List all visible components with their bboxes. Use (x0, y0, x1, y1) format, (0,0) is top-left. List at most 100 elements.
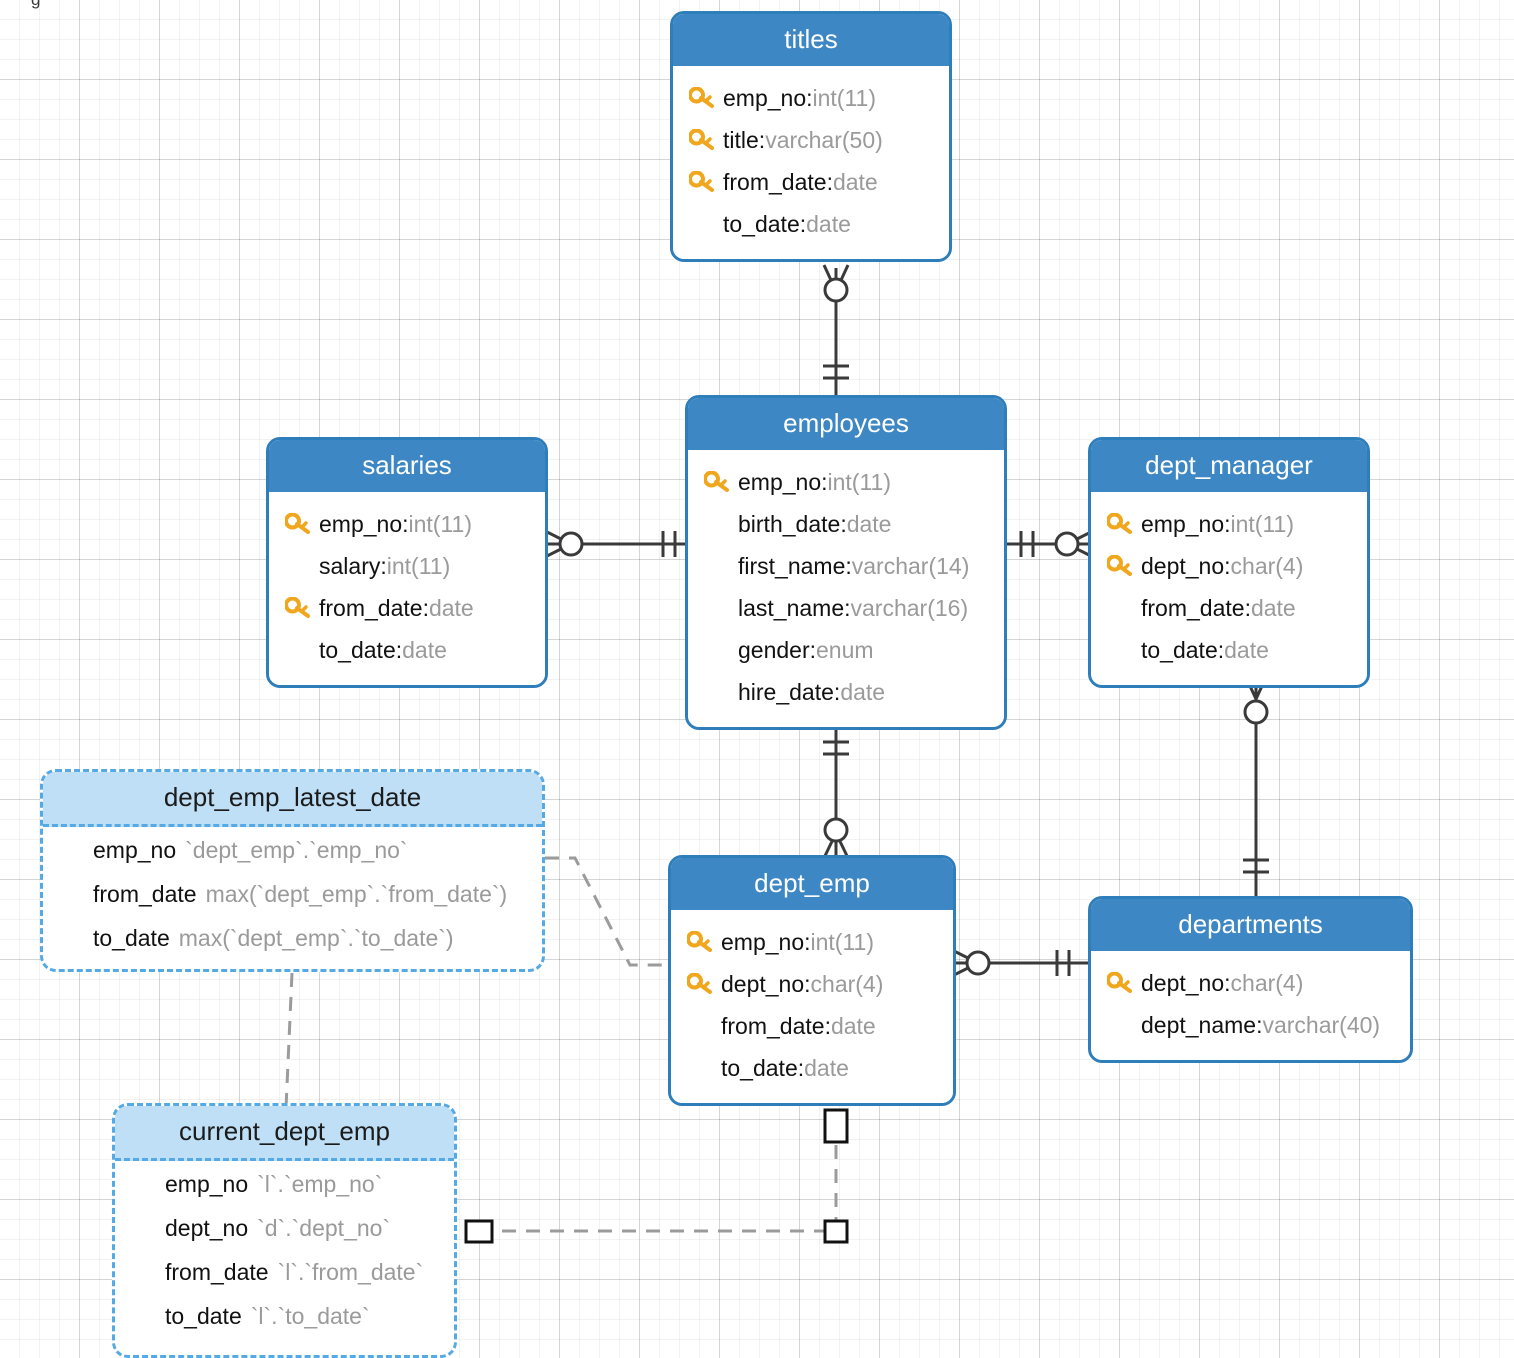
field-type: date (804, 1054, 849, 1081)
field-row[interactable]: dept_no: char(4) (1091, 962, 1410, 1004)
field-type: varchar(40) (1262, 1011, 1381, 1038)
field-name: from_date (1141, 594, 1245, 621)
field-separator: : (804, 928, 811, 955)
view-field-row[interactable]: dept_no `d`.`dept_no` (115, 1215, 454, 1259)
field-row[interactable]: dept_name: varchar(40) (1091, 1004, 1410, 1046)
field-separator: : (826, 168, 833, 195)
field-separator: : (804, 970, 811, 997)
field-row[interactable]: to_date: date (1091, 629, 1367, 671)
view-field-row[interactable]: emp_no `dept_emp`.`emp_no` (43, 837, 542, 881)
primary-key-icon (1107, 553, 1141, 579)
view-field-row[interactable]: to_date `l`.`to_date` (115, 1303, 454, 1347)
view-field-name: to_date (93, 925, 170, 952)
view-current-dept-emp-header: current_dept_emp (115, 1106, 454, 1162)
field-row[interactable]: from_date: date (1091, 587, 1367, 629)
view-field-row[interactable]: from_date `l`.`from_date` (115, 1259, 454, 1303)
field-type: char(4) (810, 970, 884, 997)
field-row[interactable]: last_name: varchar(16) (688, 587, 1004, 629)
field-row[interactable]: emp_no: int(11) (673, 77, 949, 119)
field-name: birth_date (738, 510, 841, 537)
field-name: to_date (1141, 636, 1218, 663)
field-row[interactable]: to_date: date (673, 203, 949, 245)
entity-departments[interactable]: departments dept_no: char(4) dept_name: … (1088, 896, 1413, 1064)
field-name: emp_no (723, 84, 807, 111)
field-row[interactable]: emp_no: int(11) (1091, 503, 1367, 545)
field-separator: : (1224, 969, 1231, 996)
field-name: to_date (723, 210, 800, 237)
field-name: first_name (738, 552, 846, 579)
primary-key-icon (1107, 511, 1141, 537)
field-separator: : (1256, 1011, 1263, 1038)
field-separator: : (844, 594, 851, 621)
field-row[interactable]: dept_no: char(4) (1091, 545, 1367, 587)
field-type: varchar(14) (851, 552, 970, 579)
view-field-row[interactable]: emp_no `l`.`emp_no` (115, 1171, 454, 1215)
no-key-spacer (704, 511, 738, 537)
entity-titles[interactable]: titles emp_no: int(11) title: varchar(50… (670, 11, 952, 263)
field-row[interactable]: from_date: date (269, 587, 545, 629)
field-separator: : (1224, 510, 1231, 537)
field-separator: : (1244, 594, 1251, 621)
field-row[interactable]: hire_date: date (688, 671, 1004, 713)
view-field-row[interactable]: to_date max(`dept_emp`.`to_date`) (43, 925, 542, 969)
entity-dept-manager-header: dept_manager (1091, 440, 1367, 493)
field-row[interactable]: from_date: date (671, 1005, 953, 1047)
field-name: dept_no (721, 970, 805, 997)
field-row[interactable]: emp_no: int(11) (688, 461, 1004, 503)
view-field-expression: `d`.`dept_no` (257, 1215, 391, 1242)
view-field-name: from_date (165, 1259, 269, 1286)
field-name: dept_name (1141, 1011, 1257, 1038)
view-dept-emp-latest-date[interactable]: dept_emp_latest_date emp_no `dept_emp`.`… (40, 769, 545, 972)
field-name: gender (738, 636, 810, 663)
field-row[interactable]: to_date: date (671, 1047, 953, 1089)
field-separator: : (821, 468, 828, 495)
clipped-title-fragment: g (31, 0, 40, 8)
field-row[interactable]: emp_no: int(11) (671, 921, 953, 963)
view-field-expression: `l`.`emp_no` (257, 1171, 383, 1198)
field-type: date (402, 636, 447, 663)
entity-salaries[interactable]: salaries emp_no: int(11) salary: int(11)… (266, 437, 548, 689)
field-separator: : (840, 510, 847, 537)
field-row[interactable]: dept_no: char(4) (671, 963, 953, 1005)
entity-dept-manager[interactable]: dept_manager emp_no: int(11) dept_no: ch… (1088, 437, 1370, 689)
field-row[interactable]: birth_date: date (688, 503, 1004, 545)
field-type: date (832, 168, 878, 195)
no-key-spacer (1107, 637, 1141, 663)
field-separator: : (806, 84, 813, 111)
entity-titles-header: titles (673, 14, 949, 67)
field-type: int(11) (812, 84, 877, 111)
no-key-spacer (1107, 595, 1141, 621)
entity-dept-emp[interactable]: dept_emp emp_no: int(11) dept_no: char(4… (668, 855, 956, 1107)
entity-salaries-header: salaries (269, 440, 545, 493)
field-row[interactable]: to_date: date (269, 629, 545, 671)
field-name: from_date (721, 1012, 825, 1039)
view-dept-emp-latest-date-fields: emp_no `dept_emp`.`emp_no` from_date max… (43, 827, 542, 969)
view-field-row[interactable]: from_date max(`dept_emp`.`from_date`) (43, 881, 542, 925)
entity-employees[interactable]: employees emp_no: int(11) birth_date: da… (685, 395, 1007, 731)
entity-dept-manager-fields: emp_no: int(11) dept_no: char(4) from_da… (1091, 492, 1367, 686)
field-type: int(11) (408, 510, 473, 537)
field-type: char(4) (1230, 552, 1304, 579)
field-separator: : (809, 636, 817, 663)
field-row[interactable]: salary: int(11) (269, 545, 545, 587)
field-type: enum (816, 636, 874, 663)
field-row[interactable]: gender: enum (688, 629, 1004, 671)
field-separator: : (395, 636, 403, 663)
field-name: emp_no (721, 928, 805, 955)
field-separator: : (422, 594, 429, 621)
field-row[interactable]: title: varchar(50) (673, 119, 949, 161)
field-row[interactable]: emp_no: int(11) (269, 503, 545, 545)
field-row[interactable]: from_date: date (673, 161, 949, 203)
field-separator: : (1217, 636, 1225, 663)
field-type: date (840, 678, 886, 705)
field-separator: : (758, 126, 766, 153)
field-name: to_date (319, 636, 396, 663)
field-separator: : (799, 210, 807, 237)
view-current-dept-emp-fields: emp_no `l`.`emp_no` dept_no `d`.`dept_no… (115, 1161, 454, 1355)
field-name: emp_no (319, 510, 403, 537)
field-type: date (830, 1012, 876, 1039)
entity-dept-emp-header: dept_emp (671, 858, 953, 911)
view-current-dept-emp[interactable]: current_dept_emp emp_no `l`.`emp_no` dep… (112, 1103, 457, 1358)
field-row[interactable]: first_name: varchar(14) (688, 545, 1004, 587)
